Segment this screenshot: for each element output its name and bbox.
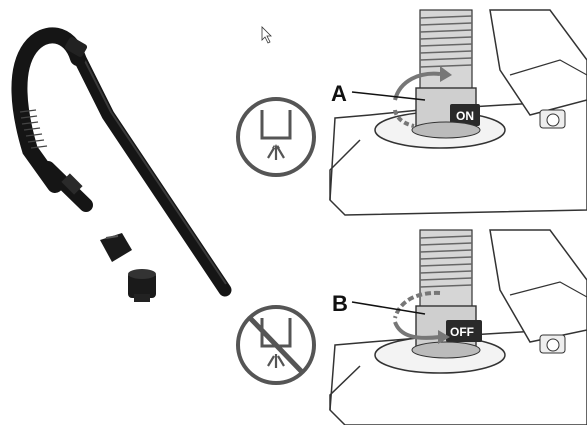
airflow-on-icon <box>236 97 316 177</box>
adapter-piece <box>100 233 132 262</box>
dial-label-off: OFF <box>450 325 474 339</box>
dial-label-on: ON <box>456 109 474 123</box>
diagram-off: OFF B <box>329 229 587 425</box>
airflow-off-icon <box>236 305 316 385</box>
mouse-pointer-icon <box>261 26 272 44</box>
callout-a: A <box>331 81 347 106</box>
flexible-hose <box>11 27 86 193</box>
diagram-on: ON A <box>329 9 587 216</box>
rigid-tube <box>71 48 232 297</box>
cap-piece <box>128 269 156 302</box>
callout-b: B <box>332 291 348 316</box>
hose-kit-photo <box>11 27 232 302</box>
hose-joint <box>64 37 88 57</box>
